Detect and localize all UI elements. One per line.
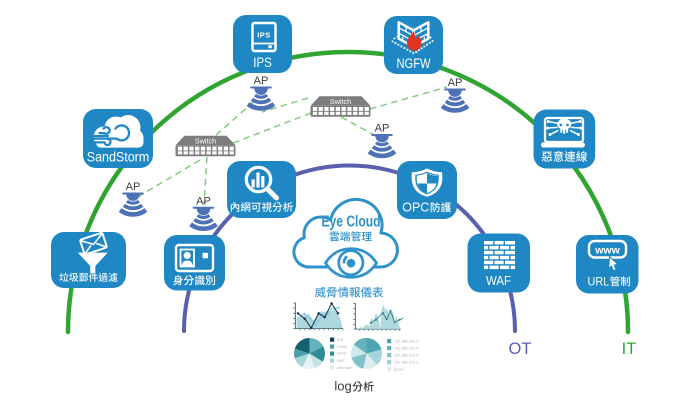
svg-text:log: log xyxy=(334,379,351,394)
svg-text:IPS: IPS xyxy=(253,55,272,70)
svg-text:192.168.100.4: 192.168.100.4 xyxy=(394,347,418,351)
svg-text:Spare: Spare xyxy=(394,368,404,372)
svg-text:AP: AP xyxy=(196,195,211,207)
svg-text:192.168.100.3: 192.168.100.3 xyxy=(394,361,418,365)
svg-text:192.168.100.2: 192.168.100.2 xyxy=(394,340,418,344)
svg-text:NGFW: NGFW xyxy=(397,56,431,71)
svg-text:IT: IT xyxy=(622,340,637,358)
svg-text:AP: AP xyxy=(254,75,269,87)
svg-text:Telnet: Telnet xyxy=(337,345,348,349)
svg-text:AP: AP xyxy=(448,77,463,89)
svg-text:URL: URL xyxy=(588,274,610,288)
svg-text:AP: AP xyxy=(375,123,390,135)
svg-text:192.168.100.3: 192.168.100.3 xyxy=(394,354,418,358)
svg-text:Eye Cloud: Eye Cloud xyxy=(322,214,381,231)
svg-text:IPS: IPS xyxy=(257,31,271,40)
svg-text:SSL: SSL xyxy=(337,338,344,342)
svg-text:www: www xyxy=(594,245,620,257)
svg-text:OPC: OPC xyxy=(402,200,429,214)
svg-text:OT: OT xyxy=(509,340,532,358)
svg-text:Switch: Switch xyxy=(195,137,216,146)
svg-text:Switch: Switch xyxy=(330,97,351,106)
svg-text:HTTP: HTTP xyxy=(337,352,347,356)
svg-text:SandStorm: SandStorm xyxy=(87,150,150,165)
svg-text:AP: AP xyxy=(126,181,141,193)
svg-text:WAF: WAF xyxy=(486,274,511,288)
svg-text:Unknown: Unknown xyxy=(337,366,353,370)
svg-text:DNS: DNS xyxy=(337,359,345,363)
